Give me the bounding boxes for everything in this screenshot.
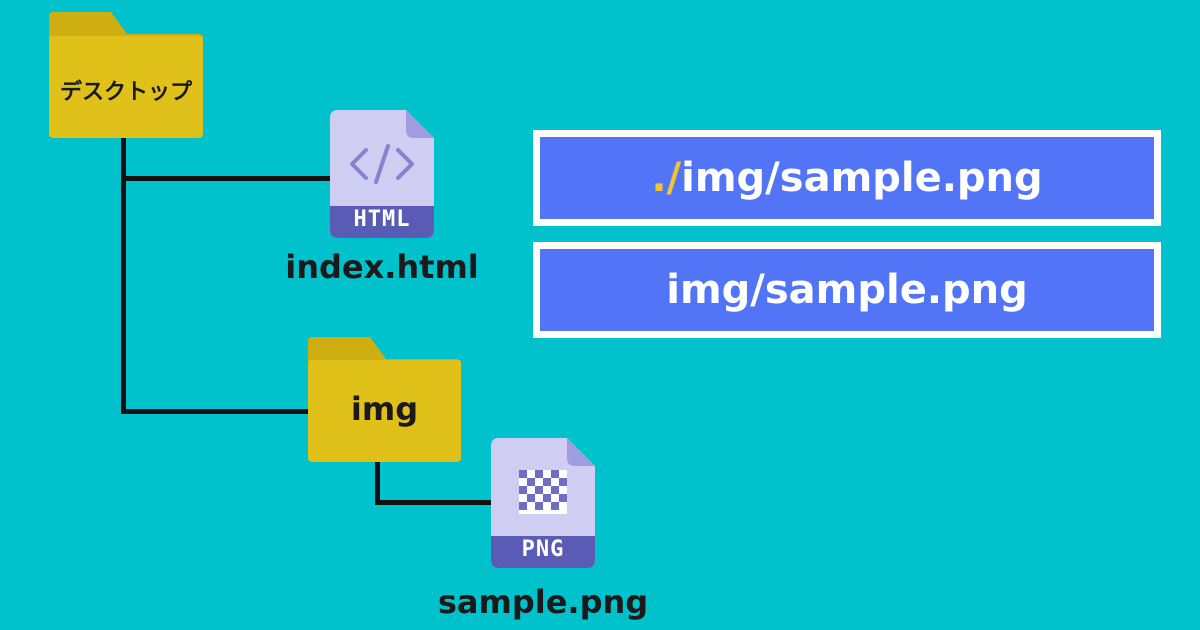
root-folder[interactable]: デスクトップ bbox=[49, 12, 203, 138]
png-file-caption: sample.png bbox=[437, 583, 649, 621]
root-folder-label: デスクトップ bbox=[59, 80, 192, 105]
path-box-plain-relative: img/sample.png bbox=[533, 242, 1161, 338]
tree-line-to-png bbox=[375, 500, 493, 505]
tree-line-to-img bbox=[121, 409, 309, 414]
path-box-dot-relative: ./img/sample.png bbox=[533, 130, 1161, 226]
html-file-caption: index.html bbox=[285, 248, 479, 286]
folder-icon bbox=[308, 337, 461, 462]
tree-line-to-html bbox=[121, 176, 331, 181]
folder-icon bbox=[49, 12, 203, 138]
png-file-tag: PNG bbox=[521, 537, 565, 562]
img-folder[interactable]: img bbox=[308, 337, 461, 462]
html-file[interactable]: HTML bbox=[330, 110, 434, 238]
html-file-tag: HTML bbox=[353, 207, 411, 232]
checkerboard-icon bbox=[519, 470, 567, 514]
path-prefix-dot: ./ bbox=[651, 155, 682, 201]
img-folder-label: img bbox=[350, 390, 419, 428]
png-file[interactable]: PNG bbox=[491, 438, 595, 568]
tree-line-root-vertical bbox=[121, 136, 126, 414]
html-file-icon bbox=[330, 110, 434, 238]
png-file-icon bbox=[491, 438, 595, 568]
tree-line-img-vertical bbox=[375, 460, 380, 505]
path-rest: img/sample.png bbox=[681, 155, 1043, 201]
path-text-plain-relative: img/sample.png bbox=[666, 267, 1028, 313]
path-text-dot-relative: ./img/sample.png bbox=[651, 155, 1042, 201]
